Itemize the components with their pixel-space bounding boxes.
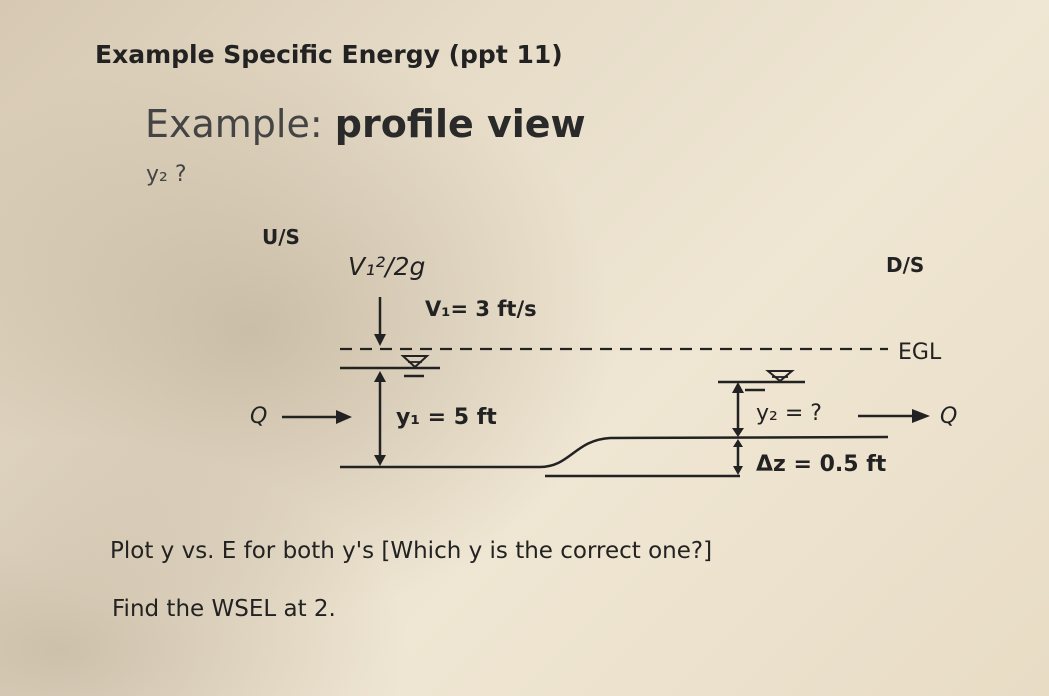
channel-step	[539, 435, 889, 469]
water-surface-symbol-2	[765, 370, 795, 383]
flow-in-label: Q	[250, 404, 268, 429]
title-bold: profile view	[334, 102, 586, 146]
egl-label: EGL	[898, 340, 942, 365]
y2-label: y₂ = ?	[756, 401, 822, 426]
task-wsel-text: Find the WSEL at 2.	[112, 596, 336, 622]
slide-title: Example: profile view	[145, 102, 586, 146]
slide-header: Example Specific Energy (ppt 11)	[95, 40, 563, 69]
question-text: y₂ ?	[146, 162, 187, 187]
title-prefix: Example:	[145, 102, 335, 146]
downstream-label: D/S	[886, 253, 925, 277]
velocity-label: V₁= 3 ft/s	[425, 297, 537, 321]
y1-label: y₁ = 5 ft	[396, 405, 497, 430]
delta-z-label: Δz = 0.5 ft	[756, 452, 887, 477]
task-plot-text: Plot y vs. E for both y's [Which y is th…	[110, 538, 713, 564]
flow-out-label: Q	[940, 404, 958, 429]
velocity-head-label: V₁²/2g	[348, 252, 426, 281]
upstream-label: U/S	[262, 225, 300, 249]
